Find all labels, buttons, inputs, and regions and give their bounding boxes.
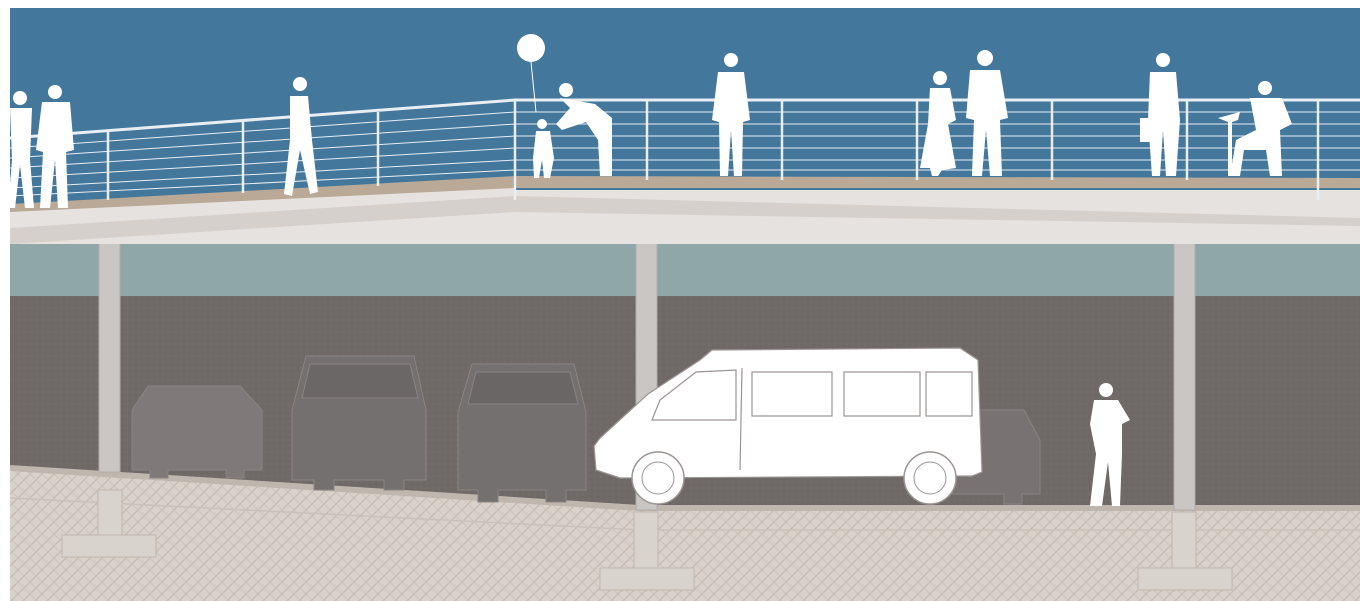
person-icon — [533, 119, 554, 178]
frame-top-edge — [0, 0, 1360, 8]
person-icon — [1090, 383, 1130, 506]
upper-band — [10, 244, 1360, 296]
person-icon — [1140, 53, 1180, 176]
soil — [10, 468, 1360, 601]
pillar-right — [1173, 215, 1196, 511]
person-icon — [284, 77, 318, 196]
frame-left-edge — [0, 0, 10, 601]
deck-people — [8, 50, 1292, 208]
person-icon — [966, 50, 1008, 176]
person-icon — [8, 91, 34, 208]
car-icon — [291, 355, 427, 491]
van-icon — [593, 347, 983, 505]
footing-right — [1137, 511, 1233, 591]
car-icon — [131, 385, 263, 479]
pillar-left — [98, 241, 121, 473]
person-icon — [1218, 81, 1292, 176]
deck-top-surface — [10, 176, 1360, 212]
deck-underside — [10, 196, 1360, 244]
person-icon — [36, 85, 74, 208]
person-icon — [712, 53, 750, 176]
footing-left — [61, 489, 157, 558]
railing — [9, 98, 1360, 200]
car-icon — [457, 363, 587, 503]
person-icon — [556, 83, 612, 176]
balloon-icon — [517, 34, 545, 113]
footing-middle — [599, 511, 695, 591]
parked-cars — [131, 355, 1041, 505]
person-icon — [920, 71, 956, 176]
